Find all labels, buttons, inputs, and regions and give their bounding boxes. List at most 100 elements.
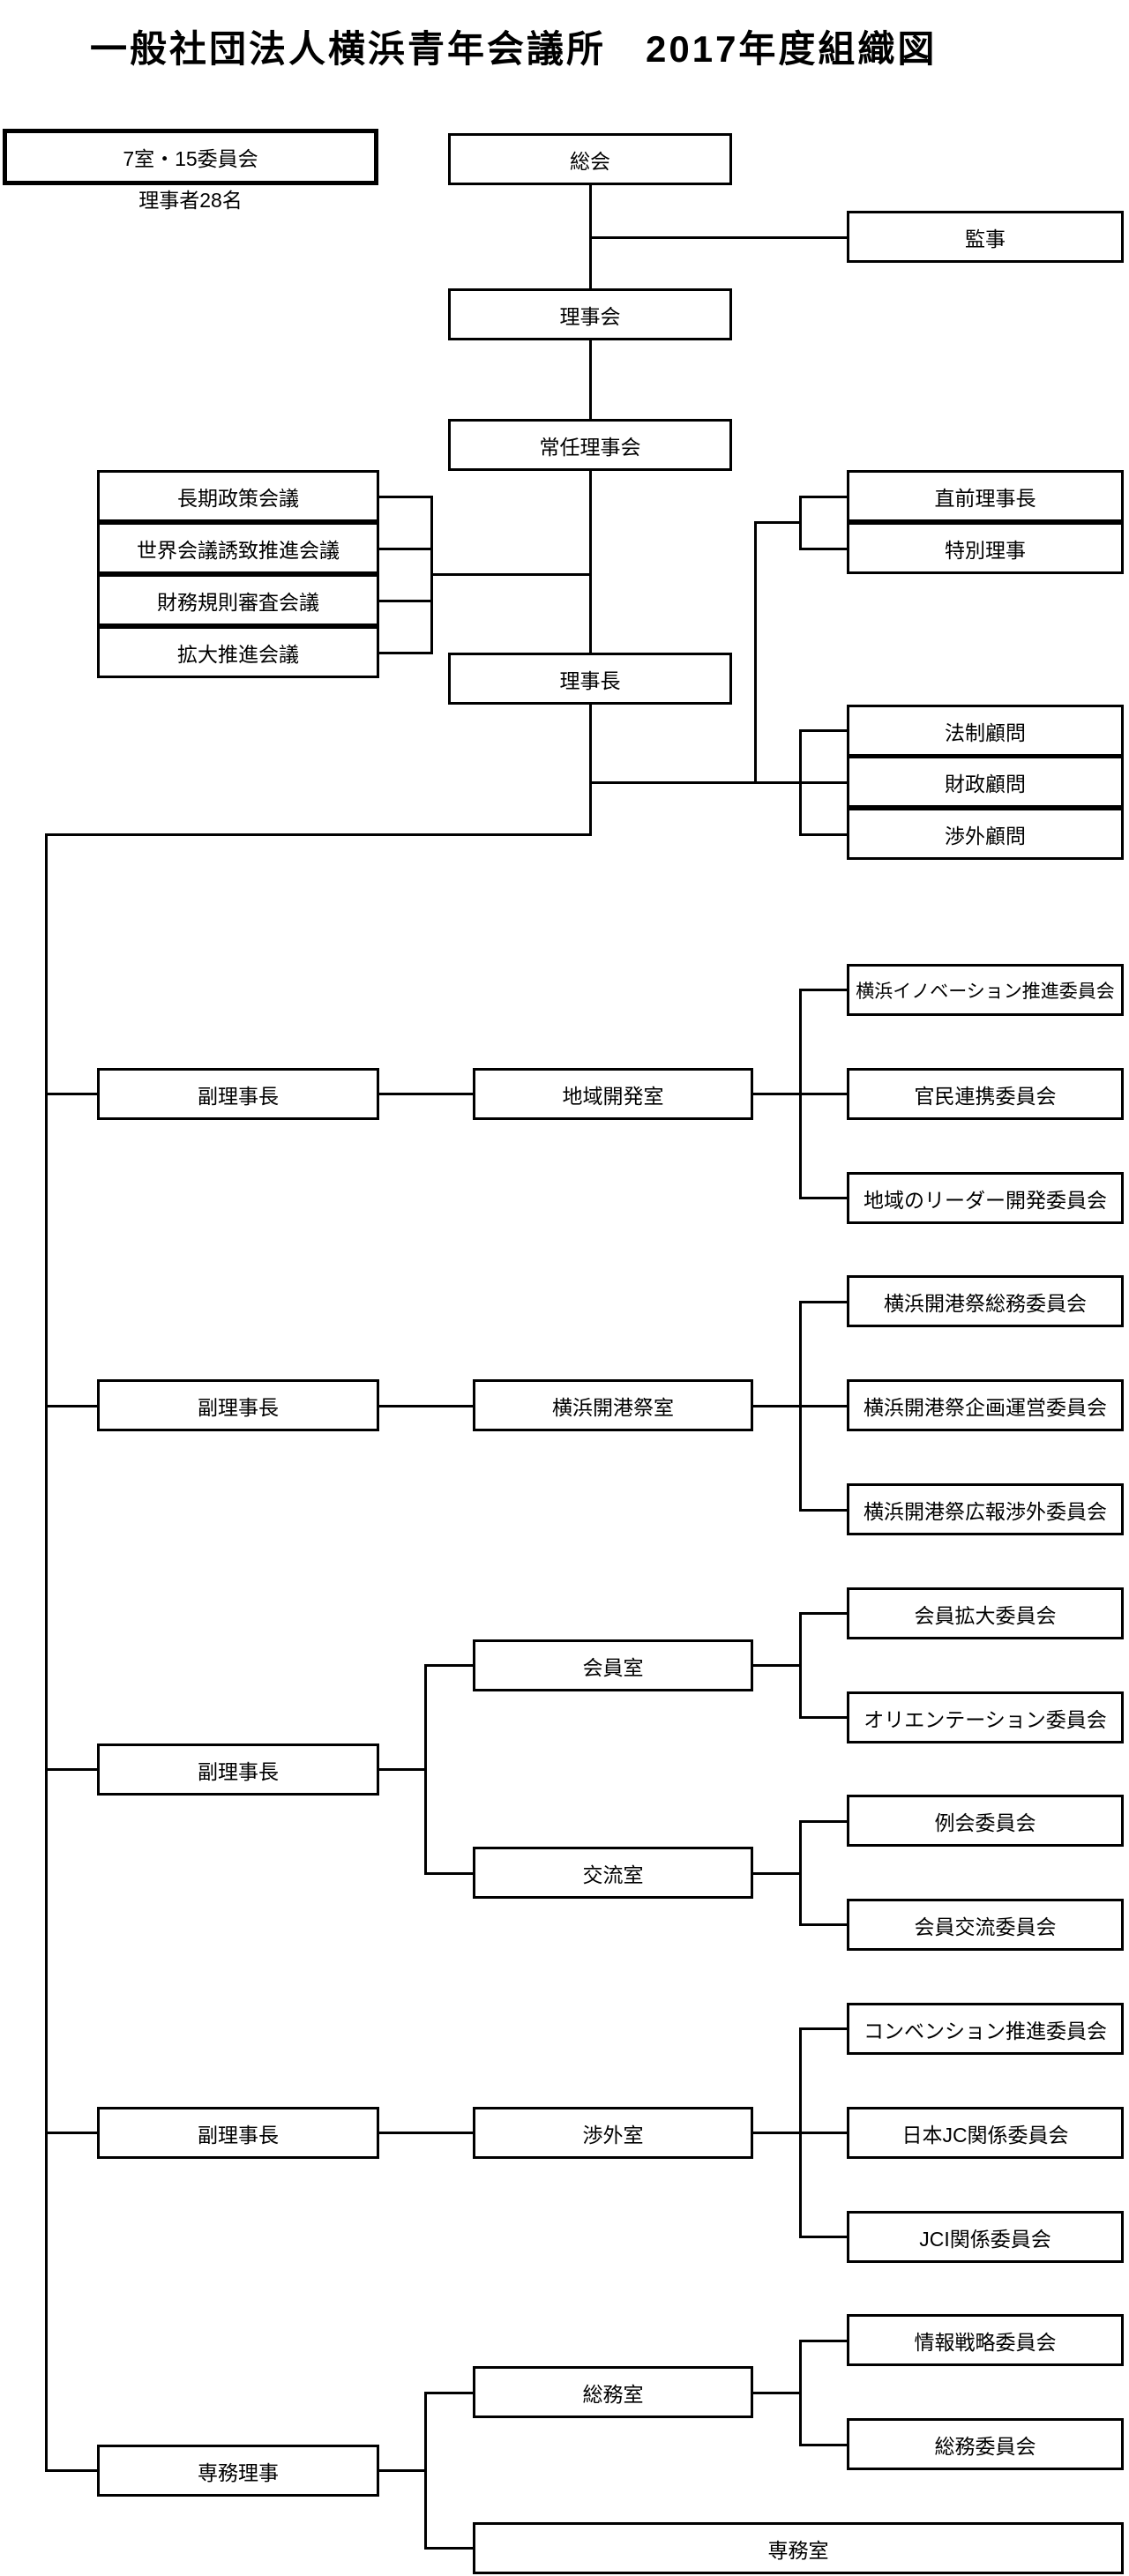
connector-line — [798, 2443, 849, 2446]
orientation-committee-label: オリエンテーション委員会 — [864, 1707, 1107, 1731]
connector-line — [378, 599, 433, 602]
president-label: 理事長 — [559, 668, 621, 692]
external-relations-office: 渉外室 — [473, 2107, 753, 2159]
membership-office-label: 会員室 — [582, 1655, 644, 1679]
connector-line — [798, 1196, 849, 1199]
connector-line — [751, 1871, 802, 1875]
convention-promotion-committee: コンベンション推進委員会 — [847, 2003, 1124, 2055]
kaikosai-general-affairs-committee: 横浜開港祭総務委員会 — [847, 1275, 1124, 1327]
legal-advisor-label: 法制顧問 — [945, 721, 1026, 744]
connector-line — [798, 1508, 849, 1512]
special-director: 特別理事 — [847, 522, 1124, 574]
world-conference-invitation-council-label: 世界会議誘致推進会議 — [137, 538, 340, 562]
expansion-promotion-council-label: 拡大推進会議 — [177, 642, 299, 666]
connector-line — [798, 1611, 849, 1615]
page-title: 一般社団法人横浜青年会議所 2017年度組織図 — [90, 28, 938, 70]
connector-line — [423, 1871, 475, 1875]
public-private-partnership-committee: 官民連携委員会 — [847, 1068, 1124, 1120]
connector-line — [44, 1092, 99, 1095]
long-term-policy-council: 長期政策会議 — [97, 470, 379, 522]
membership-expansion-committee-label: 会員拡大委員会 — [914, 1603, 1057, 1627]
connector-line — [44, 1404, 99, 1407]
connector-line — [44, 1767, 99, 1771]
connector-line — [753, 520, 757, 784]
financial-rules-review-council: 財務規則審査会議 — [97, 574, 379, 626]
connector-line — [798, 1300, 849, 1303]
connector-line — [798, 547, 849, 550]
general-affairs-office-label: 総務室 — [582, 2382, 644, 2406]
expansion-promotion-council: 拡大推進会議 — [97, 626, 379, 678]
connector-line — [798, 2339, 849, 2342]
member-exchange-committee: 会員交流委員会 — [847, 1899, 1124, 1951]
connector-line — [798, 1819, 802, 1926]
auditor-label: 監事 — [965, 227, 1006, 250]
executive-director-label: 専務理事 — [198, 2460, 279, 2484]
president: 理事長 — [448, 653, 732, 705]
regional-leader-development-committee-label: 地域のリーダー開発委員会 — [864, 1188, 1107, 1212]
convention-promotion-committee-label: コンベンション推進委員会 — [864, 2019, 1107, 2042]
vice-president-2: 副理事長 — [97, 1379, 379, 1431]
financial-advisor: 財政顧問 — [847, 756, 1124, 808]
connector-line — [423, 1663, 475, 1667]
connector-line — [378, 1767, 427, 1771]
connector-line — [588, 703, 592, 836]
general-affairs-committee: 総務委員会 — [847, 2418, 1124, 2470]
connector-line — [798, 2027, 802, 2238]
financial-rules-review-council-label: 財務規則審査会議 — [157, 590, 319, 614]
external-affairs-advisor: 渉外顧問 — [847, 808, 1124, 860]
connector-line — [378, 2131, 475, 2134]
connector-line — [378, 547, 433, 550]
regional-leader-development-committee: 地域のリーダー開発委員会 — [847, 1172, 1124, 1224]
kaikosai-planning-operation-committee: 横浜開港祭企画運営委員会 — [847, 1379, 1124, 1431]
connector-line — [423, 2391, 475, 2394]
executive-director: 専務理事 — [97, 2445, 379, 2497]
financial-advisor-label: 財政顧問 — [945, 772, 1026, 795]
general-assembly-label: 総会 — [570, 149, 610, 173]
connector-line — [378, 495, 433, 498]
board-of-directors-label: 理事会 — [559, 304, 621, 328]
connector-line — [430, 572, 592, 576]
information-strategy-committee-label: 情報戦略委員会 — [914, 2330, 1057, 2354]
general-affairs-committee-label: 総務委員会 — [934, 2434, 1036, 2458]
connector-line — [798, 1715, 849, 1719]
connector-line — [798, 2027, 849, 2030]
connector-line — [798, 1819, 849, 1823]
public-private-partnership-committee-label: 官民連携委員会 — [914, 1084, 1057, 1108]
connector-line — [44, 833, 48, 2472]
general-affairs-office: 総務室 — [473, 2366, 753, 2418]
general-assembly: 総会 — [448, 133, 732, 185]
connector-line — [588, 780, 849, 784]
connector-line — [798, 2339, 802, 2446]
summary-box: 7室・15委員会 — [3, 129, 378, 185]
regular-meeting-committee: 例会委員会 — [847, 1795, 1124, 1847]
jci-relations-committee-label: JCI関係委員会 — [919, 2227, 1051, 2251]
executive-office-label: 専務室 — [767, 2538, 829, 2562]
connector-line — [44, 833, 592, 836]
membership-expansion-committee: 会員拡大委員会 — [847, 1587, 1124, 1639]
immediate-past-president-label: 直前理事長 — [934, 486, 1036, 510]
connector-line — [378, 2468, 427, 2472]
vice-president-4: 副理事長 — [97, 2107, 379, 2159]
legal-advisor: 法制顧問 — [847, 705, 1124, 757]
vice-president-3: 副理事長 — [97, 1743, 379, 1796]
special-director-label: 特別理事 — [945, 538, 1026, 562]
connector-line — [798, 988, 849, 991]
connector-line — [44, 2131, 99, 2134]
connector-line — [588, 235, 849, 239]
connector-line — [423, 2546, 475, 2550]
external-affairs-advisor-label: 渉外顧問 — [945, 824, 1026, 847]
connector-line — [798, 728, 802, 836]
connector-line — [378, 651, 433, 654]
connector-line — [588, 469, 592, 654]
connector-line — [423, 1663, 427, 1875]
kaikosai-pr-external-committee: 横浜開港祭広報渉外委員会 — [847, 1483, 1124, 1535]
regional-development-office: 地域開発室 — [473, 1068, 753, 1120]
connector-line — [751, 1663, 802, 1667]
vice-president-1: 副理事長 — [97, 1068, 379, 1120]
auditor: 監事 — [847, 211, 1124, 263]
yokohama-innovation-promotion-committee: 横浜イノベーション推進委員会 — [847, 964, 1124, 1016]
connector-line — [588, 339, 592, 421]
connector-line — [798, 988, 802, 1199]
japan-jc-relations-committee-label: 日本JC関係委員会 — [901, 2123, 1069, 2147]
summary-box-label: 7室・15委員会 — [123, 147, 258, 170]
